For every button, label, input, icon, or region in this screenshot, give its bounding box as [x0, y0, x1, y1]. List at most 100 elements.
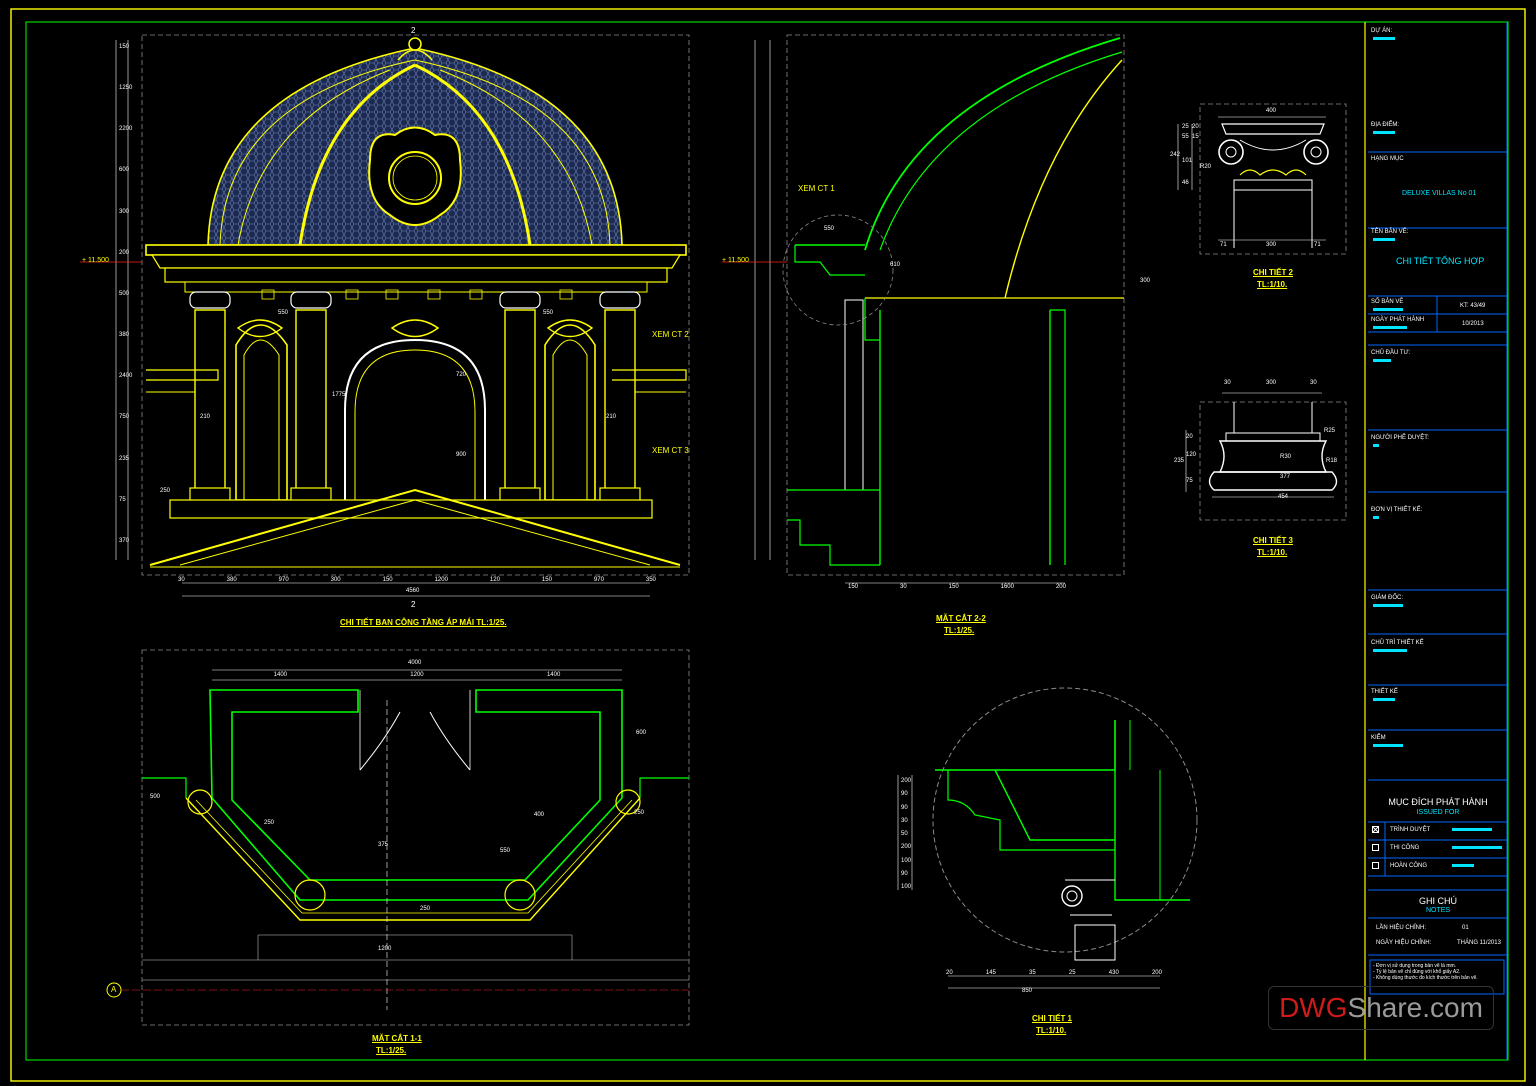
dim-label: 1200	[434, 577, 448, 583]
dim-label: 430	[1108, 970, 1119, 976]
hang-muc-value: DELUXE VILLAS No 01	[1402, 190, 1477, 197]
dim-label: 20	[1192, 124, 1199, 130]
dim-label: 1250	[119, 85, 133, 92]
main-left-dims: 150 1250 2200 600 300 200 500 380 2400 7…	[119, 44, 133, 544]
dim-label: 145	[985, 970, 996, 976]
dim-label: 90	[901, 870, 908, 877]
ngay-hieu-chinh-label: NGÀY HIỆU CHỈNH:	[1376, 940, 1432, 946]
dim-label: 150	[541, 577, 552, 583]
dim-label: 454	[1278, 494, 1289, 500]
dim-label: R25	[1324, 428, 1336, 434]
dim-label: 250	[634, 810, 645, 816]
dim-label: 30	[899, 584, 907, 590]
main-title-text: CHI TIẾT BAN CÔNG TẦNG ÁP MÁI	[340, 618, 475, 627]
dim-label: 750	[119, 414, 130, 421]
giam-doc-label: GIÁM ĐỐC:	[1371, 595, 1404, 601]
dim-label: 30	[1224, 380, 1231, 386]
main-total-dim: 4560	[406, 588, 420, 594]
dim-label: 1400	[273, 672, 287, 678]
chu-dau-tu-bar	[1373, 359, 1391, 362]
dim-label: 150	[948, 584, 959, 590]
xem-ct3-label: XEM CT 3	[652, 446, 689, 455]
section-1-1	[106, 649, 690, 1026]
detail3-title: CHI TIẾT 3	[1253, 536, 1294, 545]
detail2-scale: TL:1/10.	[1257, 280, 1288, 289]
section11-title: MẶT CẮT 1-1	[372, 1034, 422, 1043]
dim-label: 1400	[546, 672, 561, 678]
dim-label: 150	[382, 577, 393, 583]
chu-tri-bar	[1373, 649, 1407, 652]
detail3-scale: TL:1/10.	[1257, 548, 1288, 557]
s11-top-dims: 1400 1200 1400	[212, 672, 622, 678]
dim-label: 75	[119, 496, 126, 503]
dim-label: 550	[278, 310, 289, 316]
section22-title: MẶT CẮT 2-2	[936, 614, 986, 623]
dim-label: 250	[160, 488, 171, 494]
dim-label: 720	[456, 372, 467, 378]
checkbox-empty-icon[interactable]	[1372, 844, 1379, 851]
dim-label: 210	[606, 414, 617, 420]
nguoi-phe-duyet-label: NGƯỜI PHÊ DUYỆT:	[1371, 435, 1429, 441]
issue-option-label: TRÌNH DUYỆT	[1390, 827, 1431, 833]
dim-label: 2200	[119, 126, 133, 133]
d1-total-dim: 850	[1022, 988, 1033, 994]
issue-option-bar	[1452, 846, 1502, 849]
detail2-title: CHI TIẾT 2	[1253, 268, 1294, 277]
dim-label: 210	[200, 414, 211, 420]
dim-label: 500	[150, 794, 161, 800]
dim-label: 300	[1266, 380, 1277, 386]
title-block-grid	[1368, 22, 1508, 1060]
dim-label: 242	[1170, 152, 1181, 158]
dim-label: 25	[1068, 970, 1076, 976]
dim-label: R30	[1280, 454, 1292, 460]
dim-label: 55	[1182, 134, 1189, 140]
issue-option-bar	[1452, 828, 1492, 831]
detail1-title: CHI TIẾT 1	[1032, 1014, 1073, 1023]
detail-3	[1185, 392, 1347, 521]
dim-label: 235	[1174, 458, 1185, 464]
dim-label: 300	[330, 577, 341, 583]
dim-label: 100	[901, 884, 912, 890]
dim-label: 30	[901, 817, 908, 824]
dim-label: 90	[901, 791, 908, 798]
ngay-phat-hanh-value: 10/2013	[1462, 321, 1484, 327]
dim-label: 400	[1266, 108, 1277, 114]
watermark-part1: DWG	[1279, 992, 1348, 1023]
du-an-value-bar	[1373, 37, 1395, 40]
dim-label: 25	[1182, 124, 1189, 130]
hang-muc-label: HẠNG MỤC	[1371, 156, 1404, 162]
dim-label: 400	[534, 812, 545, 818]
dim-label: 71	[1220, 242, 1227, 248]
ten-ban-ve-label: TÊN BẢN VẼ:	[1371, 229, 1409, 235]
dim-label: 550	[500, 848, 511, 854]
s22-other-dims: 550 610 300	[824, 226, 1150, 284]
dia-diem-label: ĐỊA ĐIỂM:	[1371, 122, 1400, 128]
dim-label: 200	[901, 844, 912, 851]
dim-label: 20	[1186, 434, 1193, 440]
checkbox-checked-icon[interactable]	[1372, 826, 1379, 833]
thiet-ke-label: THIẾT KẾ	[1371, 689, 1398, 695]
d1-bottom-dims: 20 145 35 25 430 200	[946, 970, 1162, 976]
outer-border	[10, 8, 1526, 1082]
lan-hieu-chinh-value: 01	[1462, 925, 1469, 931]
dim-label: 300	[1266, 242, 1277, 248]
detail-2	[1177, 103, 1347, 255]
level-right: + 11.500	[722, 257, 749, 264]
dim-label: 30	[1310, 380, 1317, 386]
checkbox-empty-icon[interactable]	[1372, 862, 1379, 869]
xem-ct2-label: XEM CT 2	[652, 330, 689, 339]
kiem-bar	[1373, 744, 1403, 747]
dim-label: 970	[278, 577, 289, 583]
dim-label: 20	[946, 970, 953, 976]
detail1-scale: TL:1/10.	[1036, 1026, 1067, 1035]
issue-option-label: HOÀN CÔNG	[1390, 863, 1428, 869]
d1-left-dims: 200 90 90 30 50 200 100 90 100	[901, 778, 911, 890]
dim-label: 46	[1182, 180, 1189, 186]
ngay-phat-hanh-bar	[1373, 326, 1407, 329]
dim-label: 350	[645, 577, 656, 583]
ten-ban-ve-bar	[1373, 238, 1395, 241]
level-left: + 11.500	[82, 257, 109, 264]
dim-label: 50	[901, 831, 908, 837]
dim-label: 2400	[119, 373, 133, 380]
